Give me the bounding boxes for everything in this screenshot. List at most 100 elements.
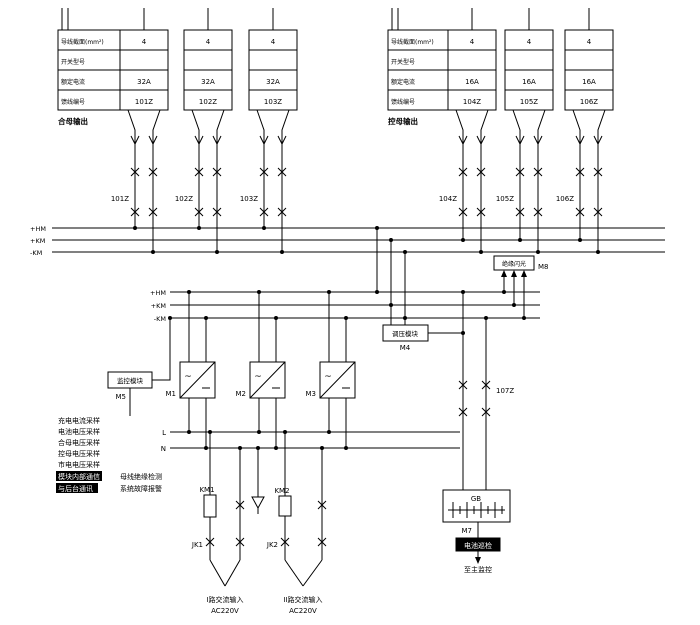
table-row-label: 馈线编号 xyxy=(61,98,85,106)
ac-bus-lines xyxy=(170,431,460,449)
table-cell: 4 xyxy=(142,38,147,46)
table-cell: 4 xyxy=(271,38,276,46)
table-cell: 16A xyxy=(582,78,596,86)
secondary-bus-lines xyxy=(170,291,540,319)
monitor-function-highlighted: 与后台通讯 xyxy=(58,484,93,493)
feeder-branch-101Z xyxy=(127,109,161,252)
battery-box xyxy=(442,489,511,523)
schematic-linework xyxy=(52,8,665,587)
feeder-label: 104Z xyxy=(439,195,457,203)
feeder-branch-105Z xyxy=(512,109,546,252)
table-row-label: 额定电流 xyxy=(61,78,85,86)
regulator-module-box xyxy=(382,324,429,342)
monitor-module-id: M5 xyxy=(116,393,127,401)
monitor-function: 合母电压采样 xyxy=(58,438,100,447)
rectifier-id: M3 xyxy=(306,390,317,398)
monitor-function: 系统故障报警 xyxy=(120,484,162,493)
bus-output-label: 控母输出 xyxy=(388,116,418,126)
contactor-label: KM2 xyxy=(274,487,289,495)
relay-label: JK2 xyxy=(266,541,278,549)
monitor-function: 充电电流采样 xyxy=(58,416,100,425)
rectifier-id: M2 xyxy=(236,390,247,398)
feeder-label: 106Z xyxy=(556,195,574,203)
contactor-coil-km2 xyxy=(278,495,292,517)
table-row-label: 开关型号 xyxy=(61,58,85,66)
table-row-label: 导线截面(mm²) xyxy=(61,38,104,46)
flash-module-label: 绝缘闪光 xyxy=(502,260,526,268)
table-row-label: 开关型号 xyxy=(391,58,415,66)
monitor-function: 市电电压采样 xyxy=(58,460,100,469)
table-row-label: 额定电流 xyxy=(391,78,415,86)
table-cell: 32A xyxy=(137,78,151,86)
relay-label: JK1 xyxy=(191,541,203,549)
bus-label: -KM xyxy=(154,315,166,323)
ac-input-voltage: AC220V xyxy=(289,607,317,615)
rectifier-id: M1 xyxy=(166,390,177,398)
main-bus-lines xyxy=(52,227,665,253)
feeder-label: 103Z xyxy=(240,195,258,203)
table-cell: 105Z xyxy=(520,98,538,106)
battery-label: GB xyxy=(471,495,481,503)
function-highlight-1 xyxy=(56,471,102,481)
function-highlight-2 xyxy=(56,483,98,493)
contactor-coil-km1 xyxy=(203,494,217,518)
table-cell: 4 xyxy=(206,38,211,46)
table-cell: 32A xyxy=(201,78,215,86)
ac-branch-1 xyxy=(203,432,245,587)
table-cell: 32A xyxy=(266,78,280,86)
flash-module-id: M8 xyxy=(538,263,549,271)
rectifier-module-2 xyxy=(249,292,286,448)
table-cell: 4 xyxy=(527,38,532,46)
feeder-branch-106Z xyxy=(572,109,606,252)
insulation-flash-module xyxy=(493,255,535,318)
feeder-label: 102Z xyxy=(175,195,193,203)
table-cell: 101Z xyxy=(135,98,153,106)
table-cell: 16A xyxy=(522,78,536,86)
battery-switch-label: 107Z xyxy=(496,387,514,395)
bus-label: +KM xyxy=(30,237,45,245)
bus-output-label: 合母输出 xyxy=(58,116,88,126)
ac-input-voltage: AC220V xyxy=(211,607,239,615)
ac-input-name: II路交流输入 xyxy=(283,595,322,604)
regulator-module-id: M4 xyxy=(400,344,411,352)
schematic-labels: 导线截面(mm²) 开关型号 额定电流 馈线编号 4 32A 101Z 4 32… xyxy=(30,38,598,615)
battery-id: M7 xyxy=(462,527,473,535)
table-row-label: 馈线编号 xyxy=(391,98,415,106)
bus-label: +HM xyxy=(30,225,46,233)
battery-cells-icon xyxy=(448,502,505,518)
ac-branch-2 xyxy=(278,432,327,587)
battery-inspect-label: 电池巡检 xyxy=(464,541,492,550)
monitor-function-highlighted: 模块内部通信 xyxy=(58,472,100,481)
battery-circuit xyxy=(442,292,511,565)
battery-inspect-dest: 至主监控 xyxy=(464,565,492,574)
ac-bus-label: N xyxy=(161,445,166,453)
table-cell: 16A xyxy=(465,78,479,86)
regulator-module-label: 调压模块 xyxy=(392,329,419,338)
junction-dots xyxy=(132,225,601,451)
table-cell: 106Z xyxy=(580,98,598,106)
rectifier-module-3 xyxy=(319,292,356,448)
table-row-label: 导线截面(mm²) xyxy=(391,38,434,46)
top-connection-stubs xyxy=(61,8,590,30)
monitor-function: 电池电压采样 xyxy=(58,427,100,436)
bus-link-wires xyxy=(376,228,463,334)
monitor-module-label: 监控模块 xyxy=(117,376,144,385)
table-cell: 103Z xyxy=(264,98,282,106)
feeder-branch-104Z xyxy=(455,109,489,252)
feeder-branch-102Z xyxy=(191,109,225,252)
ac-symbol: ~ xyxy=(254,372,262,382)
monitor-module xyxy=(107,318,171,416)
bus-label: +KM xyxy=(151,302,166,310)
contactor-label: KM1 xyxy=(199,486,214,494)
ac-bus-label: L xyxy=(162,429,166,437)
arrester-symbol xyxy=(251,448,265,514)
monitor-function: 母线绝缘检测 xyxy=(120,472,162,481)
table-row-dividers xyxy=(58,49,613,91)
table-cell: 104Z xyxy=(463,98,481,106)
bus-label: -KM xyxy=(30,249,42,257)
bus-label: +HM xyxy=(150,289,166,297)
ac-input-name: I路交流输入 xyxy=(206,595,243,604)
battery-inspect-box xyxy=(455,537,501,552)
